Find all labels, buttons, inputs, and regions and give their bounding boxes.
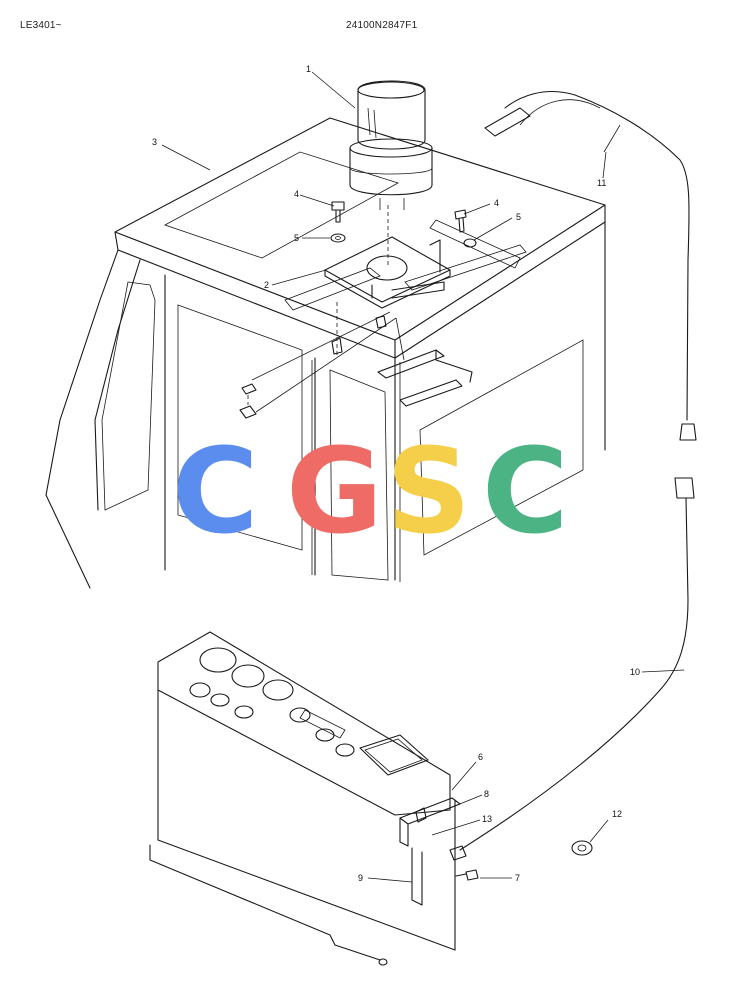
- watermark-letter-3: S: [386, 422, 471, 560]
- bolt-icon: [331, 201, 345, 223]
- bracket-leader-b: [255, 317, 397, 413]
- cab-bracket-icon: [377, 349, 473, 407]
- beacon-lamp-icon: [349, 80, 433, 210]
- callout-7: 7: [515, 873, 520, 883]
- nut-icon: [239, 315, 387, 419]
- bracket-leader-a: [251, 311, 391, 381]
- watermark-letter-2: G: [286, 422, 383, 560]
- callout-2: 2: [264, 280, 269, 290]
- mounting-bracket-icon: [324, 236, 451, 309]
- washer-icon: [330, 233, 346, 243]
- drawing-code-center: 24100N2847F1: [346, 20, 418, 31]
- cab-outline: [45, 117, 606, 589]
- callout-12: 12: [612, 809, 622, 819]
- washer-icon-2: [463, 238, 477, 248]
- harness-lower-icon: [449, 477, 695, 861]
- callout-8: 8: [484, 789, 489, 799]
- harness-upper-icon: [484, 91, 697, 441]
- callout-1: 1: [306, 64, 311, 74]
- callout-5-left: 5: [294, 233, 299, 243]
- callouts: 1 3 4 5 4 5 2 11 10 6 8 13 12 7 9: [152, 64, 685, 883]
- bracket-leader-c: [395, 317, 405, 361]
- grommet-icon: [378, 958, 388, 966]
- console-outline: [149, 631, 456, 961]
- screw-icon: [455, 869, 479, 881]
- watermark: C G S C: [172, 422, 569, 560]
- watermark-letter-1: C: [172, 422, 259, 560]
- callout-4-left: 4: [294, 189, 299, 199]
- callout-5-right: 5: [516, 212, 521, 222]
- drawing-code-left: LE3401~: [20, 20, 62, 31]
- callout-4-right: 4: [494, 198, 499, 208]
- callout-9: 9: [358, 873, 363, 883]
- callout-13: 13: [482, 814, 492, 824]
- callout-3: 3: [152, 137, 157, 147]
- callout-11: 11: [597, 178, 606, 188]
- callout-10: 10: [630, 667, 640, 677]
- clip-icon: [571, 840, 593, 856]
- callout-6: 6: [478, 752, 483, 762]
- bolt-icon-2: [454, 209, 467, 233]
- watermark-letter-4: C: [482, 422, 569, 560]
